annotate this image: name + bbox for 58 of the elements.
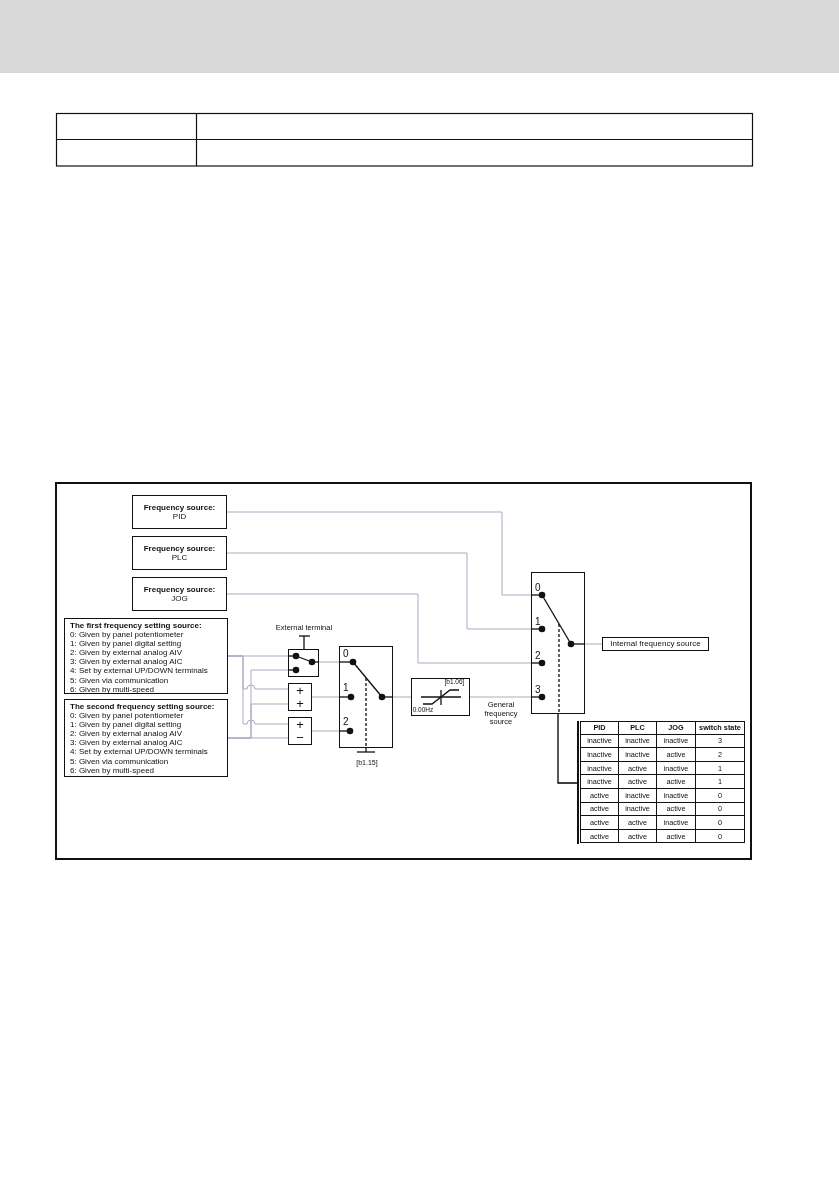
selector-switch-box (531, 572, 585, 714)
box-text: JOG (171, 594, 188, 604)
list-item: 3: Given by external analog AIC (70, 738, 183, 748)
box-text: Internal frequency source (610, 639, 701, 649)
operator-sign: + (296, 718, 304, 731)
connector-line (557, 713, 578, 784)
contact-number: 0 (343, 649, 349, 659)
list-item: 3: Given by external analog AIC (70, 657, 183, 667)
summing-box (288, 717, 312, 745)
list-item: 6: Given by multi-speed (70, 765, 155, 775)
source-box (132, 495, 227, 529)
selector-switch-box (339, 646, 393, 748)
list-item: 0: Given by panel potentiometer (70, 630, 184, 640)
connector-line (227, 737, 289, 739)
list-item: 1: Given by panel digital setting (70, 720, 182, 730)
list-item: 0: Given by panel potentiometer (70, 711, 184, 721)
connector-line (311, 696, 340, 698)
list-item: 5: Given via communication (70, 675, 169, 685)
contact-number: 1 (535, 617, 541, 627)
operator-sign: − (296, 731, 304, 744)
limiter-box (411, 678, 470, 716)
summing-box (288, 683, 312, 711)
box-title: Frequency source: (143, 543, 216, 553)
connector-line (584, 643, 603, 645)
connector-line (226, 552, 532, 630)
box-title: Frequency source: (143, 584, 216, 594)
state-table (577, 721, 745, 844)
connector-line (469, 696, 532, 698)
connector-line (226, 511, 532, 596)
list-item: 4: Set by external UP/DOWN terminals (70, 747, 208, 757)
list-item: 2: Given by external analog AIV (70, 648, 183, 658)
contact-number: 2 (535, 651, 541, 661)
list-title: The second frequency setting source: (70, 702, 215, 712)
source-list-box (64, 618, 228, 694)
source-list-box (64, 699, 228, 777)
connector-line (227, 655, 289, 725)
operator-sign: + (296, 684, 304, 697)
contact-number: 2 (343, 717, 349, 727)
list-item: 2: Given by external analog AIV (70, 729, 183, 739)
list-item: 1: Given by panel digital setting (70, 639, 182, 649)
switch-box (288, 649, 319, 677)
box-text: PLC (171, 553, 188, 563)
box-text: PID (172, 512, 187, 522)
source-box (132, 577, 227, 611)
output-box (602, 637, 709, 651)
box-title: Frequency source: (143, 502, 216, 512)
contact-number: 0 (535, 583, 541, 593)
connector-line (311, 730, 340, 732)
contact-number: 3 (535, 685, 541, 695)
list-title: The first frequency setting source: (70, 621, 202, 631)
connector-line (318, 661, 340, 663)
list-item: 5: Given via communication (70, 756, 169, 766)
connector-line (226, 593, 532, 664)
contact-number: 1 (343, 683, 349, 693)
connector-line (392, 696, 412, 698)
operator-sign: + (296, 697, 304, 710)
list-item: 4: Set by external UP/DOWN terminals (70, 666, 208, 676)
source-box (132, 536, 227, 570)
